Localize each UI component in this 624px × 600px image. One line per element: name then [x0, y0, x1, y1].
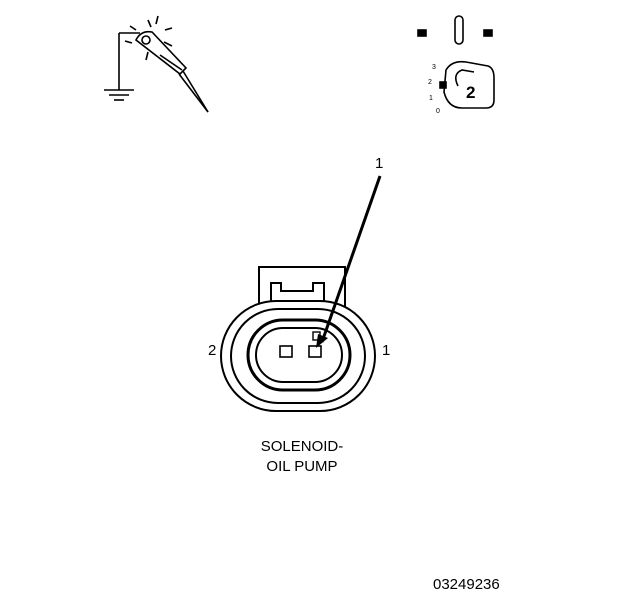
callout-number: 1 [375, 155, 384, 172]
caption-line-2: OIL PUMP [266, 458, 338, 475]
test-light-ground-icon [104, 15, 209, 113]
ignition-key-icon [417, 15, 495, 109]
figure-id: 03249236 [433, 576, 500, 593]
ignition-position-0: 0 [436, 108, 440, 115]
callout-leader [316, 175, 382, 348]
pin-label-left: 2 [208, 342, 217, 359]
ignition-position-1: 1 [429, 95, 433, 102]
ignition-key-number: 2 [466, 83, 476, 102]
connector-body [220, 266, 376, 412]
connector-caption: SOLENOID- OIL PUMP [232, 437, 372, 477]
ignition-position-2: 2 [428, 79, 432, 86]
ignition-position-3: 3 [432, 64, 436, 71]
caption-line-1: SOLENOID- [260, 438, 344, 455]
pin-label-right: 1 [382, 342, 391, 359]
